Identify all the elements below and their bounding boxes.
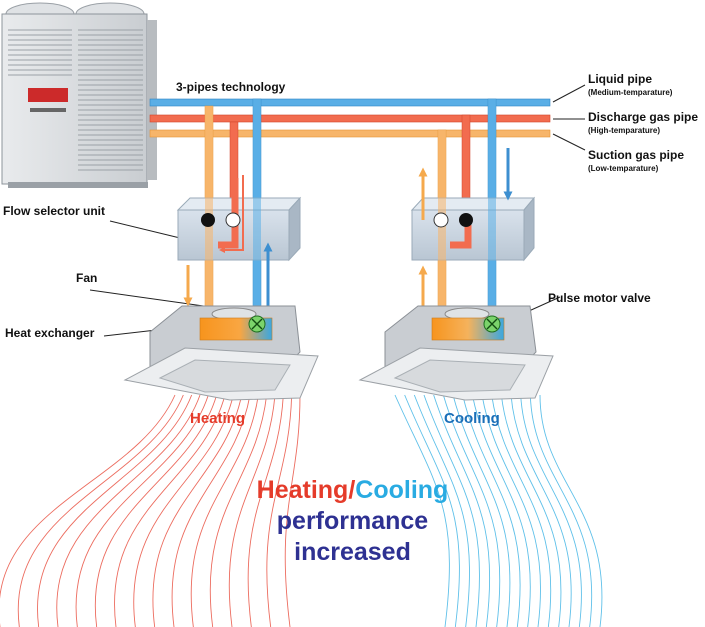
airflow-line — [471, 394, 531, 627]
flow-selector-heating — [176, 98, 302, 325]
airflow-line — [171, 394, 251, 627]
headline-heating: Heating — [256, 476, 349, 504]
main-pipes — [149, 98, 551, 138]
airflow-line — [190, 394, 259, 627]
headline-line1: Heating/Cooling — [0, 476, 705, 505]
headline-cooling: Cooling — [355, 476, 449, 504]
airflow-line — [0, 394, 176, 627]
discharge-pipe-label: Discharge gas pipe — [588, 110, 699, 124]
headline-slash: / — [348, 476, 356, 504]
airflow-line — [404, 394, 460, 627]
airflow-line — [247, 394, 284, 627]
airflow-line — [433, 394, 491, 627]
airflow-line — [56, 394, 201, 627]
airflow-line — [17, 394, 184, 627]
technology-label: 3-pipes technology — [176, 80, 286, 94]
fan-label: Fan — [76, 271, 98, 285]
airflow-line — [539, 394, 603, 627]
airflow-line — [133, 394, 234, 627]
heating-airflow — [0, 394, 301, 627]
airflow-line — [462, 394, 521, 627]
liquid-pipe-sublabel: (Medium-temparature) — [588, 88, 673, 97]
airflow-line — [500, 394, 562, 627]
heating-mode-label: Heating — [190, 410, 246, 427]
discharge-pipe-sublabel: (High-temparature) — [588, 126, 661, 135]
airflow-line — [510, 394, 572, 627]
ceiling-cassette-icon — [123, 305, 319, 401]
cooling-airflow — [394, 394, 603, 627]
outdoor-unit-icon — [1, 2, 157, 188]
discharge-gas-pipe — [149, 114, 551, 123]
airflow-line — [529, 394, 593, 627]
headline-line3: increased — [294, 538, 411, 566]
airflow-line — [228, 394, 276, 627]
suction-gas-pipe — [149, 129, 551, 138]
cooling-mode-label: Cooling — [444, 410, 500, 427]
liquid-pipe — [149, 98, 551, 107]
airflow-line — [491, 394, 552, 627]
airflow-line — [209, 394, 268, 627]
airflow-line — [423, 394, 481, 627]
airflow-line — [520, 394, 582, 627]
suction-pipe-sublabel: (Low-temparature) — [588, 164, 659, 173]
airflow-line — [413, 394, 470, 627]
airflow-line — [37, 394, 193, 627]
suction-pipe-label: Suction gas pipe — [588, 148, 685, 162]
liquid-pipe-label: Liquid pipe — [588, 72, 652, 86]
airflow-line — [442, 394, 501, 627]
airflow-line — [481, 394, 542, 627]
airflow-line — [284, 394, 301, 627]
airflow-line — [152, 394, 243, 627]
airflow-line — [94, 394, 218, 627]
flow-selector-label: Flow selector unit — [3, 204, 106, 218]
heat-exchanger-label: Heat exchanger — [5, 326, 95, 340]
airflow-line — [266, 394, 293, 627]
airflow-line — [75, 394, 209, 627]
airflow-line — [452, 394, 511, 627]
headline-line2: performance — [276, 507, 429, 535]
airflow-line — [394, 394, 450, 627]
ceiling-cassette-icon — [358, 305, 554, 401]
airflow-line — [114, 394, 226, 627]
pulse-valve-label: Pulse motor valve — [548, 291, 651, 305]
flow-selector-cooling — [410, 98, 536, 325]
